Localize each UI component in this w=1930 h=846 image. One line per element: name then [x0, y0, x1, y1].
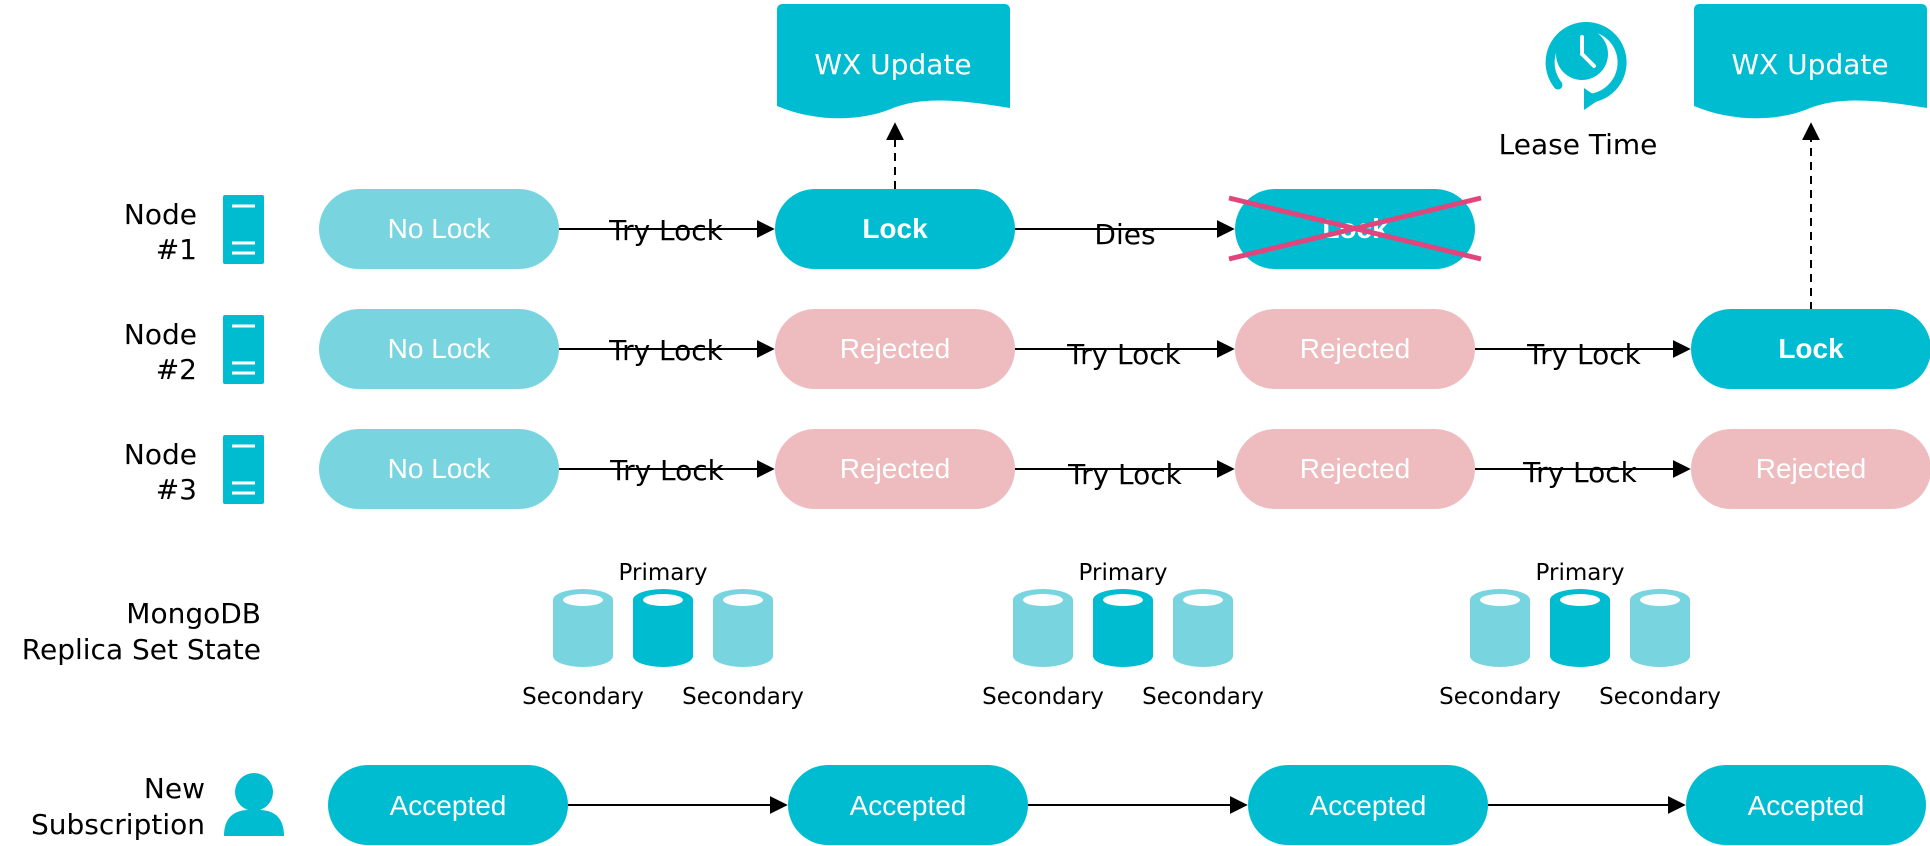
secondary-label: Secondary: [682, 684, 804, 710]
secondary-database-icon: [1013, 589, 1073, 667]
transition-label: Try Lock: [1522, 456, 1638, 489]
primary-database-icon: [1550, 589, 1610, 667]
state-label: Rejected: [1300, 333, 1411, 364]
node-2-label: Node #2: [124, 318, 197, 386]
state-label: No Lock: [388, 333, 492, 364]
svg-text:#2: #2: [156, 353, 197, 386]
state-label: Rejected: [1756, 453, 1867, 484]
node-1-label: Node #1: [124, 198, 197, 266]
state-label: Lock: [862, 213, 928, 244]
secondary-label: Secondary: [522, 684, 644, 710]
primary-database-icon: [633, 589, 693, 667]
subscription-state-accepted: [788, 765, 1028, 845]
node-1-state-lock: [775, 189, 1015, 269]
secondary-database-icon: [1630, 589, 1690, 667]
state-label: No Lock: [388, 213, 492, 244]
lease-time-label: Lease Time: [1499, 128, 1658, 161]
replica-set-group-2: Primary Secondary Secondary: [982, 560, 1264, 710]
secondary-label: Secondary: [982, 684, 1104, 710]
cross-mark: [1228, 195, 1482, 262]
svg-text:Node: Node: [124, 438, 197, 471]
secondary-label: Secondary: [1142, 684, 1264, 710]
user-icon: [224, 773, 284, 836]
svg-text:Subscription: Subscription: [31, 808, 205, 841]
state-label: Rejected: [1300, 453, 1411, 484]
subscription-state-accepted: [328, 765, 568, 845]
transition-label: Try Lock: [1067, 458, 1183, 491]
server-icon: [223, 195, 264, 264]
svg-text:Replica Set State: Replica Set State: [22, 633, 261, 666]
svg-text:MongoDB: MongoDB: [126, 597, 261, 630]
server-icon: [223, 315, 264, 384]
primary-database-icon: [1093, 589, 1153, 667]
state-label: Lock: [1778, 333, 1844, 364]
subscription-label: New Subscription: [31, 772, 205, 841]
wx-update-label: WX Update: [1731, 48, 1888, 81]
svg-text:#1: #1: [156, 233, 197, 266]
state-label: No Lock: [388, 453, 492, 484]
node-3-state-no-lock: [319, 429, 559, 509]
svg-text:Node: Node: [124, 198, 197, 231]
secondary-database-icon: [1173, 589, 1233, 667]
secondary-database-icon: [553, 589, 613, 667]
wx-update-document-2: WX Update: [1694, 4, 1927, 119]
state-label: Rejected: [840, 333, 951, 364]
state-label: Accepted: [1310, 790, 1427, 821]
transition-label: Dies: [1094, 218, 1155, 251]
node-3-state-rejected: [1691, 429, 1930, 509]
secondary-label: Secondary: [1599, 684, 1721, 710]
svg-text:#3: #3: [156, 473, 197, 506]
svg-text:Node: Node: [124, 318, 197, 351]
node-3-state-rejected: [1235, 429, 1475, 509]
mongodb-label: MongoDB Replica Set State: [22, 597, 261, 666]
node-2-state-no-lock: [319, 309, 559, 389]
node-1-state-no-lock: [319, 189, 559, 269]
subscription-state-accepted: [1686, 765, 1926, 845]
transition-label: Try Lock: [1066, 338, 1182, 371]
node-3-state-rejected: [775, 429, 1015, 509]
clock-icon: [1545, 22, 1627, 110]
server-icon: [223, 435, 264, 504]
transition-label: Try Lock: [608, 334, 724, 367]
primary-label: Primary: [1536, 560, 1625, 586]
wx-update-label: WX Update: [814, 48, 971, 81]
transition-label: Try Lock: [1526, 338, 1642, 371]
subscription-state-accepted: [1248, 765, 1488, 845]
wx-update-document-1: WX Update: [777, 4, 1010, 119]
transition-label: Try Lock: [608, 214, 724, 247]
secondary-database-icon: [1470, 589, 1530, 667]
secondary-label: Secondary: [1439, 684, 1561, 710]
state-label: Accepted: [1748, 790, 1865, 821]
state-label: Rejected: [840, 453, 951, 484]
node-2-state-lock: [1691, 309, 1930, 389]
transition-label: Try Lock: [609, 454, 725, 487]
node-2-state-rejected: [1235, 309, 1475, 389]
primary-label: Primary: [1079, 560, 1168, 586]
node-3-label: Node #3: [124, 438, 197, 506]
state-label: Accepted: [850, 790, 967, 821]
node-2-state-rejected: [775, 309, 1015, 389]
replica-set-group-1: Primary Secondary Secondary: [522, 560, 804, 710]
svg-text:New: New: [144, 772, 205, 805]
secondary-database-icon: [713, 589, 773, 667]
replica-set-group-3: Primary Secondary Secondary: [1439, 560, 1721, 710]
primary-label: Primary: [619, 560, 708, 586]
state-label: Accepted: [390, 790, 507, 821]
